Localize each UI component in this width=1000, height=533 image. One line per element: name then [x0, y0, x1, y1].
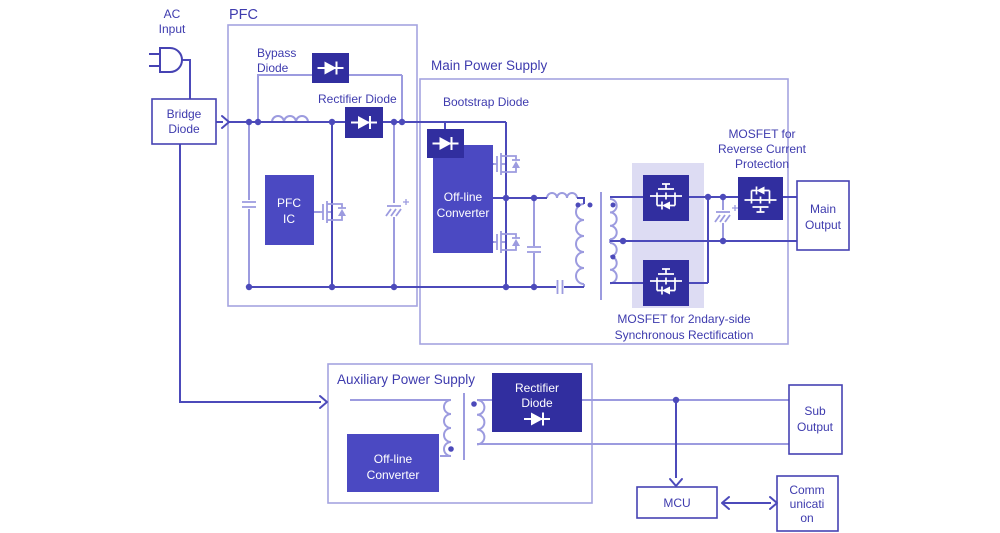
- capacitor-icon: [556, 279, 564, 295]
- winding-polarity-dot: [448, 446, 454, 452]
- winding-polarity-dot: [471, 401, 477, 407]
- junction-dot: [328, 283, 336, 291]
- reverse-mosfet-label: MOSFET for: [728, 127, 795, 141]
- main-transformer-primary-coil: [575, 203, 585, 287]
- junction-dot: [672, 396, 680, 404]
- dark-wires: [179, 59, 797, 504]
- junction-dot: [502, 194, 510, 202]
- junction-dot: [719, 237, 727, 245]
- outlined-boxes: [151, 98, 850, 532]
- electrolytic-capacitor-icon: [385, 198, 410, 217]
- pfc-ic-text: PFC: [277, 196, 301, 210]
- arrow-down-icon: [669, 478, 683, 487]
- mcu-text: MCU: [663, 496, 690, 510]
- junction-dot: [719, 193, 727, 201]
- bypass-branch-wire: [257, 74, 403, 122]
- communication-text: unicati: [790, 497, 825, 511]
- ac-input-label: Input: [159, 22, 186, 36]
- junction-dot: [328, 118, 336, 126]
- offline-converter-aux-text: Converter: [367, 468, 420, 482]
- main-output-text: Output: [805, 218, 842, 232]
- sub-output-text: Output: [797, 420, 834, 434]
- offline-converter-aux-box: [347, 434, 439, 492]
- junction-dot: [619, 237, 627, 245]
- sub-output-text: Sub: [804, 404, 826, 418]
- electrolytic-capacitor-icon: [714, 204, 739, 223]
- component-boxes: [265, 53, 783, 492]
- offline-converter-main-text: Off-line: [444, 190, 483, 204]
- component-glyphs: [149, 47, 739, 295]
- aux-section-title: Auxiliary Power Supply: [337, 372, 475, 387]
- arrow-right-icon: [319, 395, 328, 409]
- main-section-title: Main Power Supply: [431, 58, 548, 73]
- bridge-to-aux-wire: [179, 144, 321, 403]
- flow-arrows: [221, 115, 778, 510]
- bridge-diode-text: Bridge: [167, 107, 202, 121]
- communication-box: [776, 475, 839, 532]
- arrow-right-icon: [221, 115, 230, 129]
- arrow-right-icon: [769, 496, 778, 510]
- sub-output-box: [788, 384, 843, 455]
- offline-converter-main-text: Converter: [437, 206, 490, 220]
- junction-dot: [502, 283, 510, 291]
- main-inductor: [546, 192, 578, 199]
- main-output-box: [796, 180, 850, 251]
- communication-text: Comm: [789, 483, 824, 497]
- winding-polarity-dot: [587, 202, 593, 208]
- secondary-bottom-wire: [610, 197, 709, 284]
- sync-mosfet-label: Synchronous Rectification: [615, 328, 754, 342]
- junction-dot: [254, 118, 262, 126]
- pfc-ic-text: IC: [283, 212, 295, 226]
- pfc-inductor: [271, 115, 309, 123]
- main-power-supply-section-box: [419, 78, 789, 345]
- junction-dot: [245, 283, 253, 291]
- plug-to-bridge-wire: [182, 59, 191, 99]
- sync-mosfet-label: MOSFET for 2ndary-side: [617, 312, 750, 326]
- junction-dots: [245, 118, 727, 452]
- text-labels: AC Input PFC Main Power Supply Auxiliary…: [159, 7, 842, 525]
- winding-polarity-dot: [610, 202, 616, 208]
- rectifier-diode-aux-text: Diode: [521, 396, 553, 410]
- rectifier-diode-aux-text: Rectifier: [515, 381, 559, 395]
- offline-converter-aux-text: Off-line: [374, 452, 413, 466]
- junction-dot: [398, 118, 406, 126]
- ac-input-label: AC: [164, 7, 181, 21]
- junction-dot: [390, 283, 398, 291]
- capacitor-icon: [526, 246, 542, 253]
- offline-converter-main-box: [433, 145, 493, 253]
- reverse-mosfet-label: Protection: [735, 157, 789, 171]
- winding-polarity-dot: [610, 254, 616, 260]
- pfc-section-box: [227, 24, 418, 307]
- bypass-diode-label: Diode: [257, 61, 289, 75]
- ac-plug-icon: [149, 47, 183, 73]
- junction-dot: [530, 194, 538, 202]
- mcu-box: [636, 486, 718, 519]
- pfc-ic-box: [265, 175, 314, 245]
- light-wires: [248, 74, 789, 460]
- bridge-diode-box: [151, 98, 217, 145]
- aux-transformer-secondary-coil: [476, 399, 486, 446]
- junction-dot: [390, 118, 398, 126]
- aux-transformer-primary-coil: [443, 399, 452, 457]
- pfc-section-title: PFC: [229, 7, 258, 23]
- junction-dot: [530, 283, 538, 291]
- main-output-text: Main: [810, 202, 836, 216]
- capacitor-icon: [241, 201, 257, 208]
- arrow-left-icon: [721, 496, 730, 510]
- bypass-diode-label: Bypass: [257, 46, 296, 60]
- reverse-mosfet-label: Reverse Current: [718, 142, 807, 156]
- aux-power-supply-section-box: [327, 363, 593, 504]
- bridge-diode-text: Diode: [168, 122, 200, 136]
- junction-dot: [704, 193, 712, 201]
- main-node-wire: [492, 197, 585, 204]
- junction-dot: [245, 118, 253, 126]
- bootstrap-diode-label: Bootstrap Diode: [443, 95, 529, 109]
- rectifier-diode-label: Rectifier Diode: [318, 92, 397, 106]
- communication-text: on: [800, 511, 813, 525]
- winding-polarity-dot: [575, 202, 581, 208]
